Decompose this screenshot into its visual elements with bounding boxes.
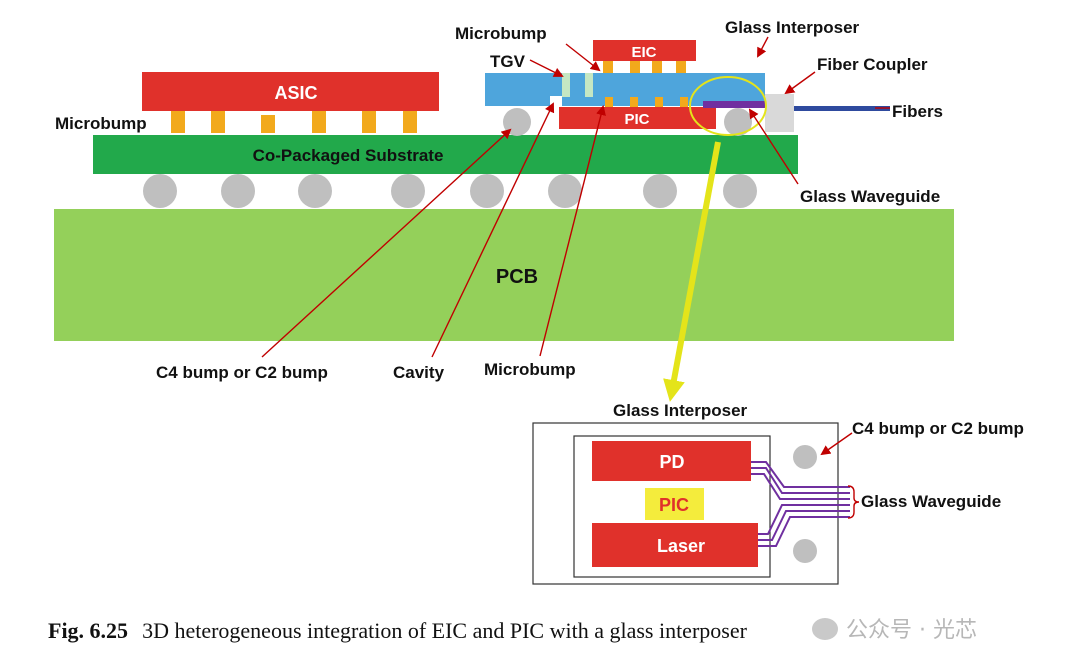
microbump xyxy=(261,115,275,133)
microbump xyxy=(403,111,417,133)
microbump xyxy=(680,97,688,107)
solder-ball xyxy=(548,174,582,208)
solder-ball xyxy=(391,174,425,208)
fibers-label: Fibers xyxy=(892,102,943,121)
integration-diagram: PCB Co-Packaged Substrate ASIC xyxy=(54,18,1024,585)
laser-label: Laser xyxy=(657,536,705,556)
co-packaged-substrate xyxy=(93,135,798,174)
tgv-label: TGV xyxy=(490,52,526,71)
microbump xyxy=(652,61,662,73)
substrate-solder-balls xyxy=(143,174,757,208)
solder-ball xyxy=(298,174,332,208)
cavity-label: Cavity xyxy=(393,363,445,382)
detail-pic-outline xyxy=(573,435,771,578)
microbump xyxy=(605,97,613,107)
callout-lines xyxy=(261,36,890,358)
waveguide-line xyxy=(758,504,850,535)
solder-ball xyxy=(723,174,757,208)
pic-detail-block xyxy=(645,488,704,520)
microbump-bottom-label: Microbump xyxy=(484,360,576,379)
microbump xyxy=(630,61,640,73)
microbump xyxy=(676,61,686,73)
detail-c4-bump xyxy=(793,539,817,563)
interposer-cavity xyxy=(550,96,562,106)
eic-die xyxy=(593,40,696,61)
callout-cavity xyxy=(431,102,555,358)
eic-label: EIC xyxy=(631,44,656,61)
c4-bump-bottom-label: C4 bump or C2 bump xyxy=(156,363,328,382)
microbump xyxy=(655,97,663,107)
waveguide-line xyxy=(758,516,850,547)
waveguide-brace xyxy=(847,485,860,519)
waveguide-line xyxy=(751,461,850,488)
glass-waveguide-strip xyxy=(703,101,765,108)
callout-c4-bump-detail xyxy=(820,432,853,456)
watermark-text: 公众号 · 光芯 xyxy=(846,618,977,643)
microbump xyxy=(362,111,376,133)
callout-fiber-coupler xyxy=(784,71,816,95)
microbump-top-label: Microbump xyxy=(455,24,547,43)
solder-ball xyxy=(221,174,255,208)
microbump-left-label: Microbump xyxy=(55,114,147,133)
waveguide-line xyxy=(751,467,850,494)
pcb-label: PCB xyxy=(496,266,538,288)
waveguide-line xyxy=(751,473,850,500)
microbump xyxy=(312,111,326,133)
microbump xyxy=(171,111,185,133)
glass-waveguide-top-label: Glass Waveguide xyxy=(800,187,940,206)
detail-c4-bump xyxy=(793,445,817,469)
callout-tgv xyxy=(529,59,564,77)
solder-ball xyxy=(643,174,677,208)
detail-waveguides xyxy=(751,461,850,547)
callout-microbump-bottom xyxy=(539,105,606,357)
callout-glass-interposer xyxy=(757,36,769,58)
figure-number: Fig. 6.25 xyxy=(48,618,129,643)
callout-microbump-top xyxy=(565,43,601,72)
asic-microbumps xyxy=(171,111,417,133)
pd-label: PD xyxy=(659,452,684,472)
c4-bump-detail-label: C4 bump or C2 bump xyxy=(852,419,1024,438)
glass-interposer-top-label: Glass Interposer xyxy=(725,18,860,37)
pic-detail-label: PIC xyxy=(659,495,689,515)
fiber-coupler xyxy=(765,94,794,132)
pd-block xyxy=(592,441,751,481)
eic-microbumps xyxy=(603,61,686,73)
figure-caption: Fig. 6.25 3D heterogeneous integration of… xyxy=(48,618,747,644)
microbump xyxy=(603,61,613,73)
substrate-label: Co-Packaged Substrate xyxy=(253,146,444,165)
microbump xyxy=(630,97,638,107)
tgv-via xyxy=(562,73,570,97)
caption-text: 3D heterogeneous integration of EIC and … xyxy=(142,618,747,643)
pic-microbumps xyxy=(605,97,688,107)
zoom-highlight-ellipse xyxy=(689,76,767,136)
callout-c4-bump xyxy=(261,128,512,358)
glass-waveguide-detail-label: Glass Waveguide xyxy=(861,492,1001,511)
watermark: 公众号 · 光芯 xyxy=(812,612,977,644)
solder-ball xyxy=(470,174,504,208)
pcb-board xyxy=(54,209,954,341)
pic-label: PIC xyxy=(624,111,649,128)
asic-die xyxy=(142,72,439,111)
glass-interposer-detail-label: Glass Interposer xyxy=(613,401,748,420)
fiber-coupler-label: Fiber Coupler xyxy=(817,55,928,74)
callout-glass-waveguide xyxy=(748,108,799,185)
fibers xyxy=(794,106,890,111)
zoom-arrow xyxy=(663,141,721,402)
solder-ball xyxy=(143,174,177,208)
wechat-icon xyxy=(812,618,838,640)
laser-block xyxy=(592,523,758,567)
interposer-c4-bump xyxy=(724,108,752,136)
tgv-via xyxy=(585,73,593,97)
waveguide-line xyxy=(758,510,850,541)
detail-glass-interposer-outline xyxy=(532,422,839,585)
microbump xyxy=(211,111,225,133)
asic-label: ASIC xyxy=(274,83,317,103)
